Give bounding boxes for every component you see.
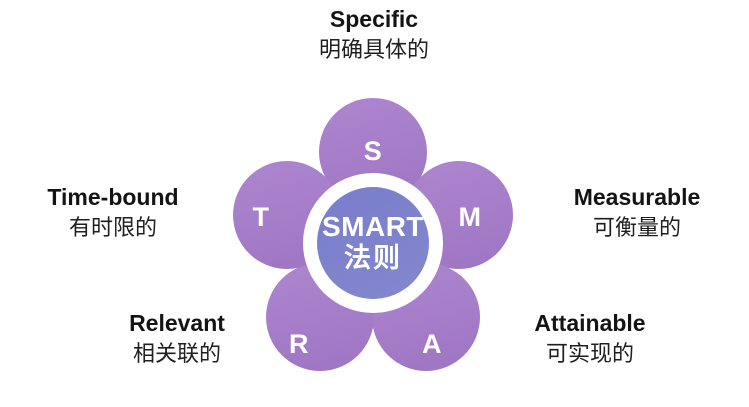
petal-letter-relevant: R [289,329,309,359]
petal-letter-attainable: A [422,329,442,359]
label-measurable-zh: 可衡量的 [592,215,681,241]
center-label: SMART 法则 [298,210,448,274]
label-relevant-en: Relevant [129,310,225,336]
petal-letter-measurable: M [458,202,482,232]
label-time-bound: Time-bound 有时限的 [18,184,208,242]
label-attainable-zh: 可实现的 [545,341,634,367]
label-time-bound-zh: 有时限的 [68,215,157,241]
label-relevant-zh: 相关联的 [132,341,221,367]
center-circle[interactable] [317,187,429,299]
label-specific-en: Specific [329,6,419,32]
petal-letter-specific: S [363,136,383,166]
label-attainable-en: Attainable [534,310,646,336]
center-title: SMART [321,210,425,242]
label-specific-zh: 明确具体的 [318,37,429,63]
label-relevant: Relevant 相关联的 [77,310,277,368]
label-measurable: Measurable 可衡量的 [537,184,737,242]
label-time-bound-en: Time-bound [47,184,179,210]
label-attainable: Attainable 可实现的 [490,310,690,368]
label-specific: Specific 明确具体的 [289,6,459,64]
label-measurable-en: Measurable [573,184,701,210]
petal-letter-time-bound: T [252,202,270,232]
center-subtitle: 法则 [344,243,402,274]
